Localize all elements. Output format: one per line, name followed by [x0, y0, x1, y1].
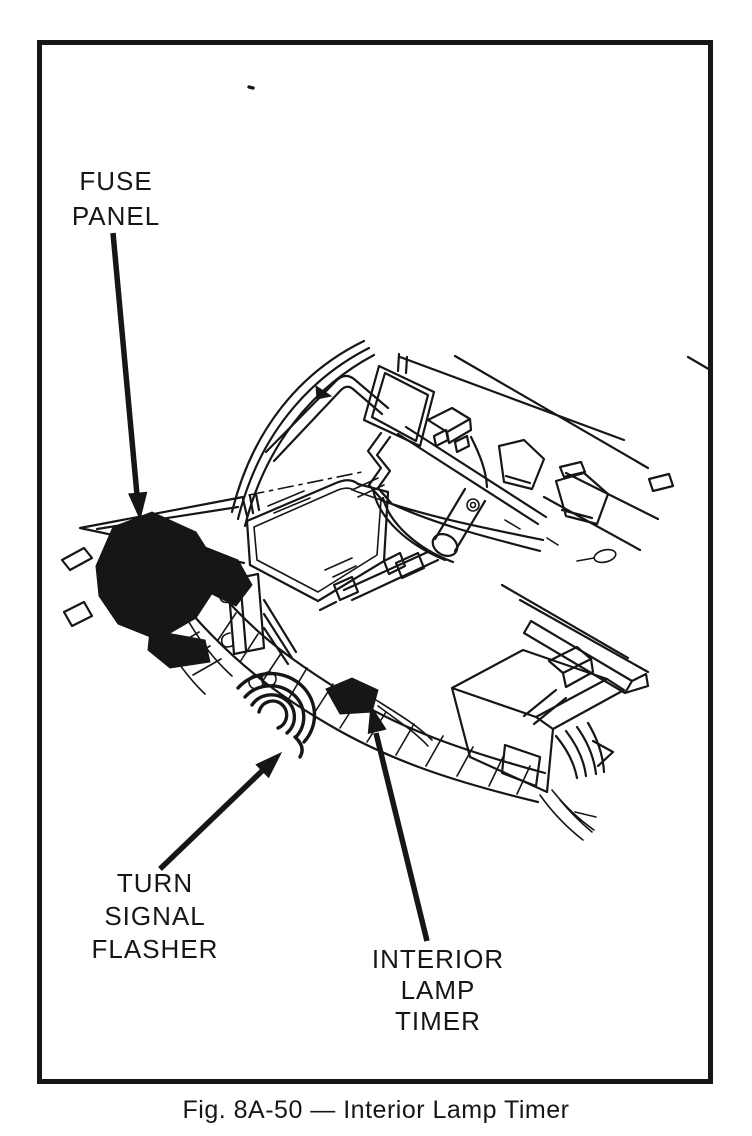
- interior-lamp-timer-label-line2: LAMP: [400, 975, 476, 1005]
- turn-signal-flasher-arrow: [158, 768, 265, 871]
- frayed-wire-ends: [539, 789, 597, 841]
- left-edge-brackets: [60, 546, 94, 628]
- turn-signal-flasher-label-line1: TURN: [116, 868, 194, 898]
- opening-corner-step: [382, 551, 407, 576]
- wiring-harness: [151, 588, 547, 804]
- interior-lamp-timer-arrowhead: [367, 704, 387, 735]
- column-end-cap: [431, 533, 459, 557]
- steering-column-boot: [371, 487, 455, 564]
- timer-lead-wires: [375, 699, 433, 747]
- column-opening-outline: [245, 479, 390, 603]
- interior-lamp-timer-label: INTERIOR LAMP TIMER: [357, 944, 519, 1037]
- fuse-panel-arrowhead: [128, 491, 148, 521]
- column-bolt: [466, 498, 480, 512]
- figure-caption: Fig. 8A-50 — Interior Lamp Timer: [182, 1096, 570, 1124]
- surface-hatch-marks: [267, 477, 385, 578]
- column-bolt-center: [469, 501, 477, 509]
- mounting-rod: [522, 645, 595, 726]
- relay-box-assembly: [450, 645, 626, 841]
- center-dash-dot-line: [248, 471, 363, 496]
- fuse-panel-arrow: [110, 232, 140, 496]
- cluster-opening-quad: [362, 364, 436, 448]
- dash-top-diagonals: [398, 354, 714, 470]
- figure-border: [37, 40, 713, 1084]
- fuse-panel-label-line1: FUSE: [79, 166, 153, 196]
- bracket-body: [226, 572, 298, 666]
- screw-head: [593, 548, 617, 564]
- turn-signal-flasher-label-line2: SIGNAL: [104, 901, 206, 931]
- interior-lamp-timer-label-line3: TIMER: [395, 1006, 481, 1036]
- fuse-panel-label: FUSE PANEL: [40, 164, 192, 234]
- spring-clip-prongs: [241, 492, 261, 518]
- fuse-panel-shape: [95, 511, 253, 669]
- relay-box-window: [500, 743, 542, 788]
- lower-dash-bar: [522, 619, 650, 695]
- harness-clip-bracket: [426, 406, 489, 489]
- fuse-panel-label-line2: PANEL: [71, 201, 161, 231]
- pointer-needle-mark: [315, 385, 333, 400]
- dashboard-structure: [60, 85, 714, 768]
- vent-pentagon-cutouts: [497, 438, 610, 526]
- interior-lamp-timer-arrow: [373, 732, 430, 942]
- turn-signal-flasher-label: TURN SIGNAL FLASHER: [75, 867, 235, 966]
- short-dash-marks: [504, 519, 595, 562]
- turn-signal-flasher-arrowhead: [255, 751, 283, 779]
- interior-lamp-timer-shape: [325, 677, 379, 715]
- notched-channel: [366, 431, 545, 553]
- flasher-coil-arcs: [236, 671, 317, 759]
- fuse-panel-block: [95, 511, 253, 669]
- interior-lamp-timer-label-line1: INTERIOR: [371, 944, 505, 974]
- column-opening-inner-line: [253, 487, 382, 593]
- small-rect-cutouts: [558, 460, 675, 493]
- callout-arrows: [110, 232, 430, 942]
- steering-column-shaft: [433, 487, 487, 553]
- cluster-bezel-channel: [264, 374, 390, 463]
- turn-signal-flasher-shape: [236, 671, 317, 759]
- scan-speck: [247, 85, 255, 90]
- turn-signal-flasher-label-line3: FLASHER: [91, 934, 219, 964]
- harness-wrap-stripes: [554, 721, 606, 780]
